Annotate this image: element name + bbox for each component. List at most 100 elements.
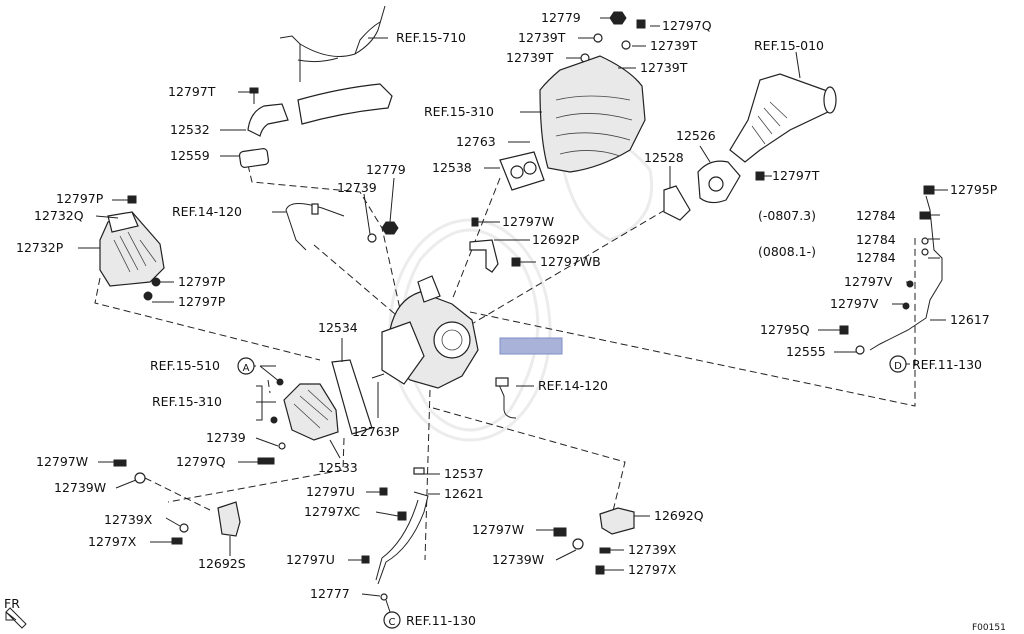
- callout: REF.11-130: [406, 613, 476, 628]
- washer-12784-b: [921, 237, 929, 245]
- marker-a: A: [243, 363, 250, 374]
- callout: 12797T: [168, 84, 216, 99]
- callout: REF.15-310: [152, 394, 222, 409]
- callout: 12617: [950, 312, 990, 327]
- callout: 12621: [444, 486, 484, 501]
- callout: 12784: [856, 208, 896, 223]
- bolt-12797q-low: [257, 457, 275, 465]
- callout: 12797V: [844, 274, 893, 289]
- nut-12779-mid: [381, 221, 399, 235]
- callout: 12797X: [628, 562, 677, 577]
- bolt-12797u-a: [379, 487, 388, 496]
- callout: REF.14-120: [538, 378, 608, 393]
- callout: 12763P: [352, 424, 400, 439]
- callout: 12797V: [830, 296, 879, 311]
- bolt-12797x-right: [595, 565, 605, 575]
- callout: 12797U: [286, 552, 335, 567]
- bolt-12797p-top: [127, 195, 137, 204]
- bolt-12797wb: [511, 257, 521, 267]
- callout: 12763: [456, 134, 496, 149]
- callout: (0808.1-): [758, 244, 816, 259]
- gasket-12528: [663, 185, 691, 221]
- callout: 12739T: [650, 38, 698, 53]
- manifold-heat-shield: [539, 55, 646, 173]
- gasket-12537: [413, 467, 425, 475]
- callout: REF.15-510: [150, 358, 220, 373]
- callout: 12797T: [772, 168, 820, 183]
- parts: [5, 5, 943, 629]
- callout: 12739T: [506, 50, 554, 65]
- marker-a-circle: [237, 357, 255, 375]
- callout: 12692P: [532, 232, 580, 247]
- callout: 12732Q: [34, 208, 84, 223]
- bolt-12797v-b: [902, 302, 910, 310]
- callout: 12739X: [628, 542, 677, 557]
- gasket-12559: [238, 148, 270, 168]
- callout: 12532: [170, 122, 210, 137]
- callout: 12732P: [16, 240, 64, 255]
- elbow-pipe: [247, 103, 289, 137]
- bolt-12797u-b: [361, 555, 370, 564]
- callout: 12797X: [88, 534, 137, 549]
- callout: 12797P: [56, 191, 104, 206]
- callout: F00151: [972, 623, 1006, 633]
- gasket-12777: [380, 593, 388, 601]
- marker-c: C: [389, 617, 396, 628]
- callout: REF.15-710: [396, 30, 466, 45]
- callout: 12538: [432, 160, 472, 175]
- callout: 12779: [541, 10, 581, 25]
- turbine-flange: [381, 321, 425, 385]
- callout: 12739W: [492, 552, 544, 567]
- bolt-12797t-right: [755, 171, 765, 181]
- callout: REF.14-120: [172, 204, 242, 219]
- callout: 12797U: [306, 484, 355, 499]
- washer-12739-low: [278, 442, 286, 450]
- callout: 12797P: [178, 294, 226, 309]
- washer-12739-mid: [367, 233, 377, 243]
- callout: FR: [4, 596, 20, 611]
- bolt-12797xc: [397, 511, 407, 521]
- nut-12779-top: [609, 11, 627, 25]
- stud-12739x-right: [599, 547, 611, 554]
- bracket-12692s: [217, 501, 241, 537]
- callout: REF.11-130: [912, 357, 982, 372]
- heat-shield-12533: [283, 383, 339, 441]
- oil-pipe-top: [285, 203, 345, 251]
- callout: (-0807.3): [758, 208, 816, 223]
- marker-c-circle: [383, 611, 401, 629]
- callout: 12784: [856, 250, 896, 265]
- callout: 12797W: [502, 214, 554, 229]
- callout: 12692Q: [654, 508, 704, 523]
- bracket-12692q: [599, 507, 635, 535]
- callout: 12779: [366, 162, 406, 177]
- callout: 12739X: [104, 512, 153, 527]
- washer-12739t-b: [621, 40, 631, 50]
- callout: REF.15-310: [424, 104, 494, 119]
- oil-return-pipe: [377, 491, 429, 585]
- callout: 12526: [676, 128, 716, 143]
- highlight-box: [499, 337, 563, 355]
- washer-12555: [855, 345, 865, 355]
- callout-labels: 12779 12797Q 12739T 12739T 12739T 12739T…: [4, 10, 1006, 633]
- callout: 12537: [444, 466, 484, 481]
- callout: 12797P: [178, 274, 226, 289]
- bolt-12795p: [923, 185, 935, 195]
- washer-12739x-left: [179, 523, 189, 533]
- circle-markers: A D C: [237, 355, 907, 629]
- callout: 12559: [170, 148, 210, 163]
- callout: 12797W: [472, 522, 524, 537]
- callout: 12739W: [54, 480, 106, 495]
- washer-12739w-low: [572, 538, 584, 550]
- callout: 12795P: [950, 182, 998, 197]
- washer-12739w-left: [134, 472, 146, 484]
- washer-12784-c: [921, 248, 929, 256]
- bolt-12797w-low: [553, 527, 567, 537]
- bolt-12797p-mid: [151, 277, 161, 287]
- callout: 12777: [310, 586, 350, 601]
- leader-lines: [78, 17, 948, 613]
- callout: 12797W: [36, 454, 88, 469]
- stud-12763p: [371, 373, 385, 379]
- callout: 12797XC: [304, 504, 360, 519]
- bolt-12797x-left: [171, 537, 183, 545]
